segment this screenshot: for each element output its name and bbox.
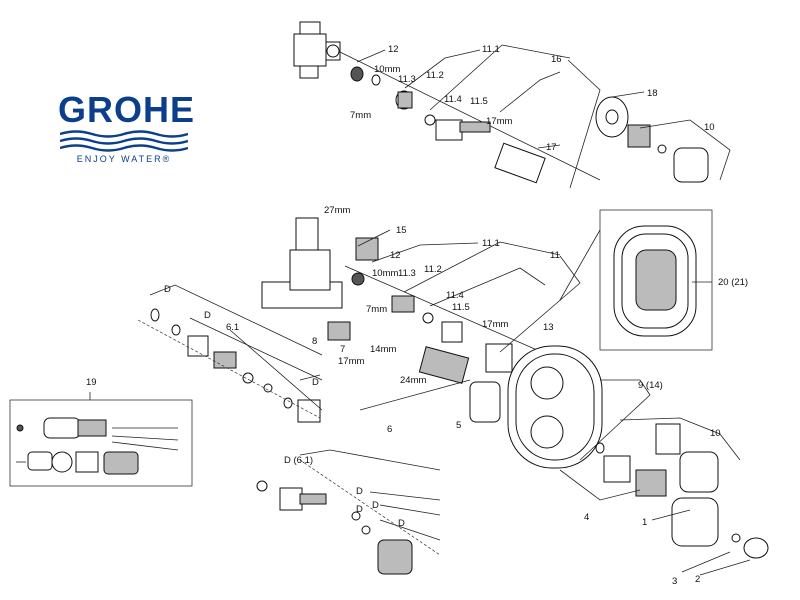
callout-10mm-mid: 10mm xyxy=(372,268,398,279)
callout-6-1-small: 6.1 xyxy=(226,322,239,333)
callout-7mm-top: 7mm xyxy=(350,110,371,121)
callout-17: 17 xyxy=(546,142,557,153)
kit-19-box xyxy=(9,392,193,487)
callout-5: 5 xyxy=(456,420,461,431)
callout-6: 6 xyxy=(387,424,392,435)
callout-10mm-top: 10mm xyxy=(374,64,400,75)
middle-valve-body xyxy=(261,217,379,309)
callout-13: 13 xyxy=(543,322,554,333)
callout-24mm: 24mm xyxy=(400,375,426,386)
callout-14mm: 14mm xyxy=(370,344,396,355)
callout-8: 8 xyxy=(312,336,317,347)
callout-11-5-mid: 11.5 xyxy=(452,302,470,313)
callout-12-mid: 12 xyxy=(390,250,401,261)
callout-11-2-top: 11.2 xyxy=(426,70,444,81)
callout-11-4-mid: 11.4 xyxy=(446,290,464,301)
callout-20-21: 20 (21) xyxy=(718,277,748,288)
callout-11-5-top: 11.5 xyxy=(470,96,488,107)
cover-plate xyxy=(507,345,603,469)
callout-16: 16 xyxy=(551,54,562,65)
callout-4: 4 xyxy=(584,512,589,523)
callout-17mm-mid: 17mm xyxy=(482,319,508,330)
callout-11-1-mid: 11.1 xyxy=(482,238,500,249)
plate-frame-20-21 xyxy=(599,209,713,351)
callout-11: 11 xyxy=(550,250,560,261)
callout-10-top: 10 xyxy=(704,122,715,133)
callout-11-2-mid: 11.2 xyxy=(424,264,442,275)
callout-7mm-mid: 7mm xyxy=(366,304,387,315)
callout-d-6: D xyxy=(356,504,363,515)
top-callout-labels: 12 11.1 16 10mm 11.3 11.2 7mm 11.4 11.5 … xyxy=(350,44,715,153)
middle-cartridge-parts xyxy=(351,272,513,423)
grohe-logo: GROHE ENJOY WATER® xyxy=(58,89,196,172)
callout-17mm-left: 17mm xyxy=(338,356,364,367)
top-cartridge-parts xyxy=(350,66,709,184)
callout-17mm-top: 17mm xyxy=(486,116,512,127)
callout-3: 3 xyxy=(672,576,677,587)
callout-11-1-top: 11.1 xyxy=(482,44,500,55)
bottom-leader-lines xyxy=(299,417,751,576)
middle-leader-lines xyxy=(357,229,712,461)
callout-15: 15 xyxy=(396,225,407,236)
callout-10-bottom: 10 xyxy=(710,428,721,439)
bottom-callout-labels: D (6.1) D D D D 10 4 1 3 2 xyxy=(284,428,721,587)
callout-d-7: D xyxy=(398,518,405,529)
callout-1: 1 xyxy=(642,517,647,528)
left-diverter-parts xyxy=(150,308,351,423)
callout-d-4: D xyxy=(356,486,363,497)
top-leader-lines xyxy=(356,44,731,189)
bottom-cartridge-parts xyxy=(256,423,769,575)
callout-d-5: D xyxy=(372,500,379,511)
callout-d-1: D xyxy=(164,284,171,295)
callout-11-3-top: 11.3 xyxy=(398,74,416,85)
callout-d-2: D xyxy=(204,310,211,321)
callout-11-3-mid: 11.3 xyxy=(398,268,416,279)
callout-d-3: D xyxy=(312,377,319,388)
left-leader-lines xyxy=(137,284,323,419)
callout-11-4-top: 11.4 xyxy=(444,94,462,105)
tagline-text: ENJOY WATER xyxy=(76,154,163,164)
callout-7: 7 xyxy=(340,344,345,355)
middle-callout-labels: 27mm 15 12 11.1 11 10mm 11.3 11.2 20 (21… xyxy=(324,205,748,435)
grohe-brand-name: GROHE xyxy=(58,89,196,130)
callout-9-14: 9 (14) xyxy=(638,380,663,391)
callout-12-top: 12 xyxy=(388,44,399,55)
registered-mark: ® xyxy=(162,154,172,164)
callout-d-6-1: D (6.1) xyxy=(284,455,313,466)
callout-27mm: 27mm xyxy=(324,205,350,216)
top-valve-body xyxy=(293,21,341,79)
left-callout-labels: 8 7 17mm D D 6.1 D xyxy=(164,284,364,388)
grohe-tagline: ENJOY WATER® xyxy=(58,154,190,164)
callout-2: 2 xyxy=(695,574,700,585)
callout-19: 19 xyxy=(86,377,97,388)
callout-18: 18 xyxy=(647,88,658,99)
water-waves-icon xyxy=(60,130,188,152)
